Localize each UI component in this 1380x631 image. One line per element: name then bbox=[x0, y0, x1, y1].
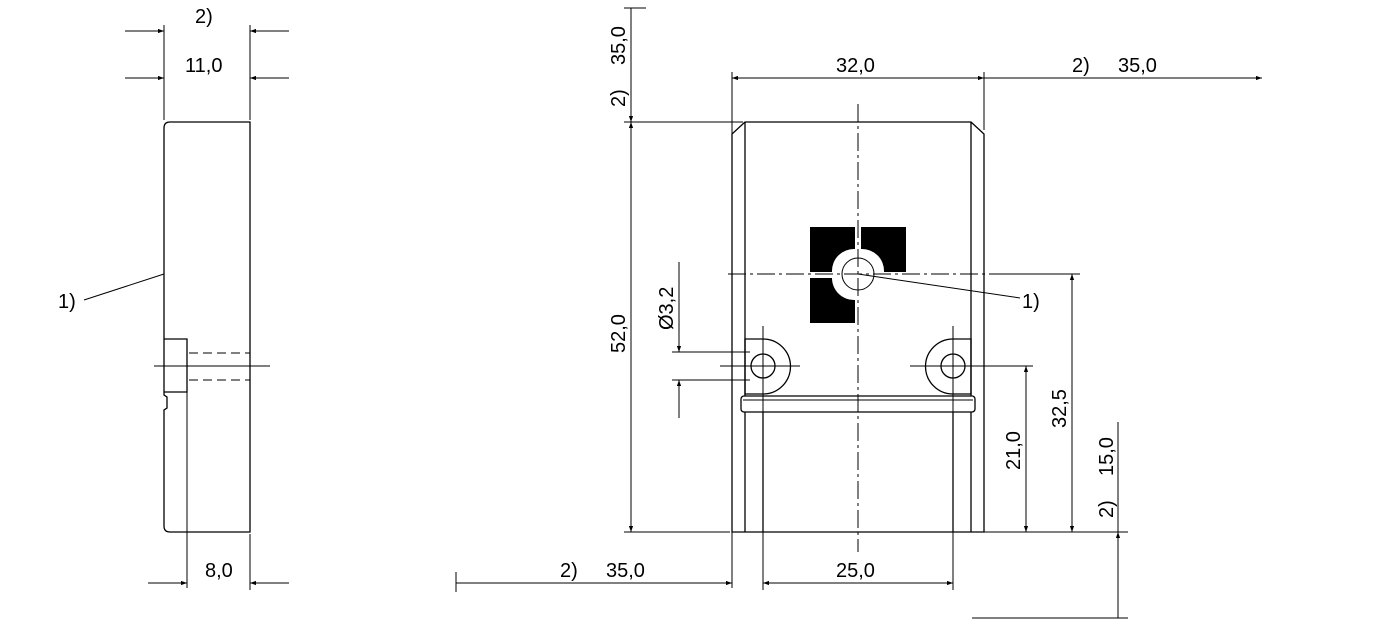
front-view-center-height-dim: 32,5 bbox=[1049, 389, 1071, 428]
front-view-width-dim: 32,0 bbox=[836, 55, 875, 77]
front-view-right-vert-note: 15,0 bbox=[1096, 437, 1118, 476]
front-view-boss-left bbox=[744, 338, 792, 395]
side-view-top-note: 2) bbox=[195, 6, 213, 28]
front-view-height-dim: 52,0 bbox=[608, 314, 630, 353]
front-view-ref-note: 1) bbox=[1022, 291, 1040, 313]
front-view-right-note-prefix: 2) bbox=[1072, 55, 1090, 77]
front-view-sensing-target bbox=[810, 227, 906, 323]
front-view-ref-leader bbox=[857, 273, 1021, 299]
side-view-width-dim: 11,0 bbox=[185, 55, 222, 77]
front-view-left-vert-note: 35,0 bbox=[608, 26, 630, 65]
side-view-bottom-dim: 8,0 bbox=[205, 560, 233, 582]
side-view-ref-note: 1) bbox=[58, 291, 76, 313]
front-view-left-vert-note-prefix: 2) bbox=[608, 89, 630, 107]
front-view-bottom-left-note-prefix: 2) bbox=[560, 560, 578, 582]
side-view-ref-leader bbox=[83, 273, 165, 301]
front-view: 2) 35,0 32,0 2) 35,0 52,0 Ø3,2 1) 21,0 3… bbox=[455, 7, 1262, 619]
front-view-right-vert-note-prefix: 2) bbox=[1096, 500, 1118, 518]
front-view-hole-diameter: Ø3,2 bbox=[656, 287, 678, 330]
front-view-hole-height-dim: 21,0 bbox=[1003, 431, 1025, 470]
side-view-body-outline bbox=[163, 121, 251, 533]
front-view-boss-right bbox=[924, 338, 972, 395]
front-view-right-note: 35,0 bbox=[1118, 55, 1157, 77]
side-view: 2) 11,0 1) 8,0 bbox=[58, 6, 289, 590]
front-view-bottom-left-note: 35,0 bbox=[606, 560, 645, 582]
front-view-hole-spacing-dim: 25,0 bbox=[836, 560, 875, 582]
front-view-body-outline bbox=[731, 121, 985, 533]
